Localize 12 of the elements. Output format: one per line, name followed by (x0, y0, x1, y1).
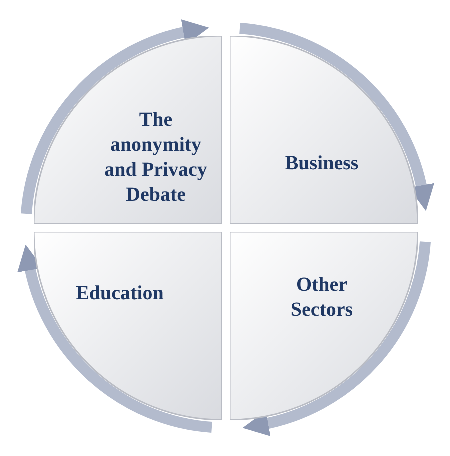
segment-label: Other Sectors (290, 273, 354, 323)
curved-arrow (239, 23, 434, 211)
quadrant-segment (34, 36, 222, 224)
segment-label: Business (284, 152, 360, 176)
curved-arrow (18, 245, 213, 433)
quadrant-segment (230, 36, 418, 224)
curved-arrow (243, 241, 431, 436)
quadrant-segment (230, 232, 418, 420)
segment-label: The anonymity and Privacy Debate (104, 108, 208, 208)
quadrant-segment (34, 232, 222, 420)
segment-label: Education (75, 282, 165, 306)
curved-arrow (21, 20, 209, 215)
